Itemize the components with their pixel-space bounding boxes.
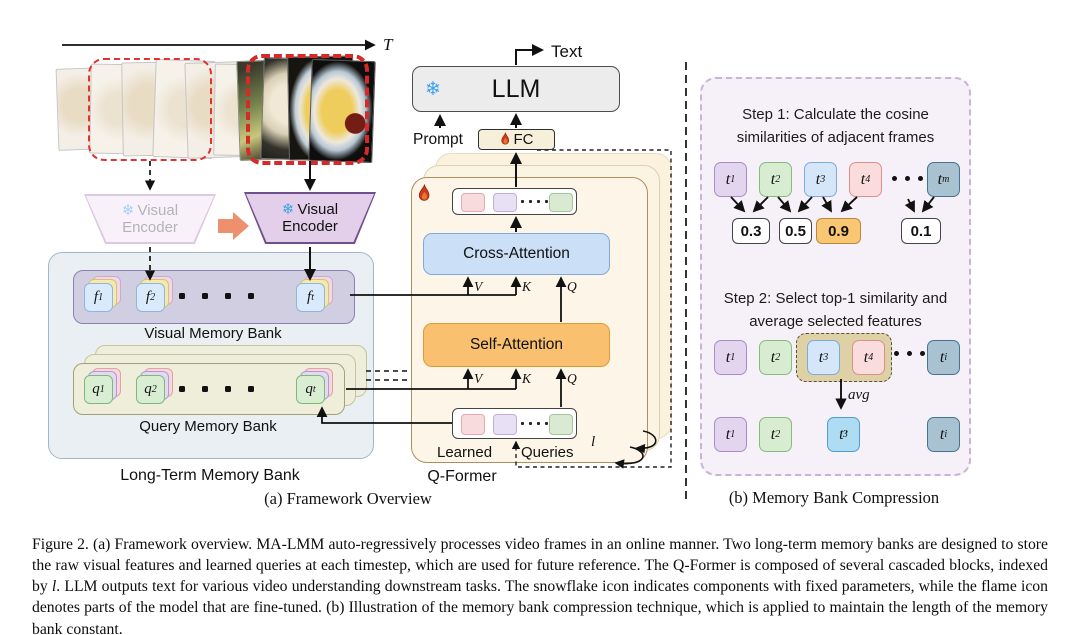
learned-label: Learned — [437, 444, 493, 461]
fc-label: FC — [513, 131, 534, 148]
self-attention-block: Self-Attention — [423, 323, 610, 367]
caption-text: Figure 2. (a) Framework overview. MA-LMM… — [32, 535, 1048, 596]
text-output-label: Text — [551, 42, 583, 61]
encoder-label-line1: ❄Visual — [121, 201, 179, 220]
timeline-label: T — [383, 35, 393, 54]
queries-label: Queries — [521, 444, 574, 461]
block-index-label: l — [591, 434, 596, 450]
learned-queries-tokens — [452, 408, 577, 439]
avg-label: avg — [848, 387, 870, 403]
value-label: V — [474, 279, 483, 294]
frame-token: t′3 — [827, 417, 860, 452]
token — [493, 193, 517, 212]
token — [493, 414, 517, 435]
ellipsis-dots — [892, 176, 923, 181]
ellipsis-dots — [179, 293, 254, 299]
similarity-value: 0.9 — [816, 218, 861, 244]
llm-block: ❄ LLM — [412, 66, 620, 112]
memory-bank-compression-panel: Step 1: Calculate the cosine similaritie… — [700, 77, 971, 476]
step2-text-line1: Step 2: Select top-1 similarity and — [723, 290, 948, 307]
long-term-memory-bank-label: Long-Term Memory Bank — [120, 467, 300, 484]
visual-memory-bank-label: Visual Memory Bank — [144, 325, 282, 342]
query-label: Q — [567, 279, 577, 294]
encoder-label-line2: Encoder — [122, 219, 178, 236]
token — [461, 193, 485, 212]
key-label: K — [522, 279, 532, 294]
ellipsis-dots — [521, 422, 548, 425]
token — [549, 193, 573, 212]
caption-text: . LLM outputs text for various video und… — [32, 578, 1048, 635]
step1-text-line1: Step 1: Calculate the cosine — [742, 106, 929, 123]
caption-italic-l: l — [51, 578, 57, 596]
prompt-label: Prompt — [413, 131, 463, 148]
encoder-label-line2: Encoder — [282, 218, 338, 235]
step2-text-line2: average selected features — [749, 313, 922, 330]
flame-icon — [500, 132, 509, 145]
ellipsis-dots — [179, 386, 254, 392]
key-label: K — [522, 371, 532, 386]
value-label: V — [474, 371, 483, 386]
similarity-value: 0.1 — [901, 218, 941, 244]
fc-block: FC — [478, 129, 555, 150]
snowflake-icon: ❄ — [425, 78, 441, 100]
qformer-output-tokens — [452, 188, 577, 215]
keyframe-group-current — [246, 54, 369, 165]
token — [549, 414, 573, 435]
snowflake-icon: ❄ — [121, 201, 135, 219]
ellipsis-dots — [521, 200, 548, 203]
step1-text-line2: similarities of adjacent frames — [736, 129, 935, 146]
query-memory-bank-label: Query Memory Bank — [139, 418, 277, 435]
ellipsis-dots — [894, 351, 925, 356]
query-label: Q — [567, 371, 577, 386]
qformer-label: Q-Former — [427, 468, 497, 485]
token — [461, 414, 485, 435]
snowflake-icon: ❄ — [281, 200, 295, 218]
cross-attention-block: Cross-Attention — [423, 233, 610, 275]
keyframe-group-past — [88, 58, 212, 161]
figure-caption: Figure 2. (a) Framework overview. MA-LMM… — [32, 534, 1048, 635]
llm-label: LLM — [491, 74, 541, 103]
panel-b-caption: (b) Memory Bank Compression — [728, 488, 940, 507]
panel-a-caption: (a) Framework Overview — [264, 489, 432, 508]
encoder-label-line1: ❄Visual — [281, 200, 339, 219]
flame-icon — [417, 184, 432, 209]
similarity-value: 0.3 — [732, 218, 770, 244]
similarity-value: 0.5 — [779, 218, 812, 244]
